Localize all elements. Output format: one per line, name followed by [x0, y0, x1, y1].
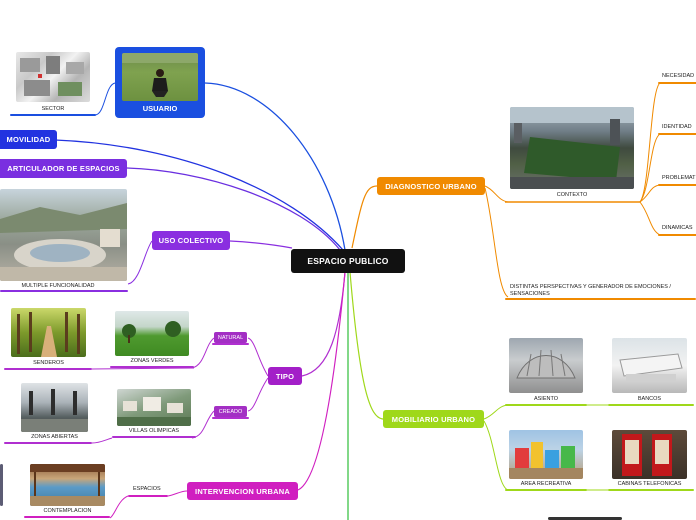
sector-image [16, 52, 90, 102]
zonas-abiertas-underline [4, 442, 92, 444]
usuario-label: USUARIO [142, 104, 178, 113]
dinamicas-underline [658, 234, 696, 236]
mobiliario-urbano-node[interactable]: MOBILIARIO URBANO [383, 410, 484, 428]
villas-underline [112, 436, 196, 438]
senderos-underline [4, 368, 92, 370]
bancos-underline [608, 404, 694, 406]
uso-colectivo-node[interactable]: USO COLECTIVO [152, 231, 230, 250]
area-recreativa-label: AREA RECREATIVA [520, 481, 572, 487]
multiple-underline [0, 290, 128, 292]
plaza-icon [0, 203, 127, 281]
area-recreativa-underline [505, 489, 587, 491]
partial-image-bottom [548, 517, 622, 520]
link-mobiliario [349, 271, 384, 420]
link-movilidad [54, 139, 344, 251]
center-node[interactable]: ESPACIO PUBLICO [291, 249, 405, 273]
perspectivas-label: DISTINTAS PERSPECTIVAS Y GENERADOR DE EM… [510, 284, 671, 297]
necesidad-label: NECESIDAD [662, 73, 695, 79]
creado-node[interactable]: CREADO [214, 406, 247, 417]
link-diagnostico [351, 185, 378, 249]
sector-label: SECTOR [41, 106, 65, 112]
cabinas-telefonicas-image [612, 430, 687, 479]
diagnostico-urbano-node[interactable]: DIAGNOSTICO URBANO [377, 177, 485, 195]
dinamicas-label: DINAMICAS [662, 225, 693, 231]
multiple-funcionalidad-image [0, 189, 127, 281]
bench-icon [619, 353, 683, 382]
playground-icon [509, 442, 583, 479]
sector-plan-icon [20, 56, 84, 96]
natural-node[interactable]: NATURAL [214, 332, 247, 343]
link-articulador [126, 167, 341, 251]
asiento-label: ASIENTO [533, 396, 559, 402]
zonas-verdes-image [115, 311, 189, 356]
phone-booth-icon [622, 434, 672, 476]
villas-olimpicas-image [117, 389, 191, 426]
trees-path-icon [17, 312, 80, 357]
bancos-image [612, 338, 687, 393]
identidad-underline [658, 133, 696, 135]
senderos-label: SENDEROS [33, 360, 64, 366]
contemplacion-side-image [0, 464, 3, 506]
cabinas-telefonicas-label: CABINAS TELEFONICAS [617, 481, 682, 487]
link-tipo [301, 271, 346, 377]
buildings-icon [117, 397, 191, 426]
bancos-label: BANCOS [637, 396, 662, 402]
city-park-icon [510, 107, 634, 189]
zonas-verdes-label: ZONAS VERDES [130, 358, 174, 364]
sector-underline [10, 114, 96, 116]
zonas-abiertas-label: ZONAS ABIERTAS [31, 434, 78, 440]
usuario-node[interactable]: USUARIO [115, 47, 205, 118]
zonas-verdes-underline [110, 366, 194, 368]
bench-sculpture-icon [516, 349, 576, 379]
contemplacion-label: CONTEMPLACION [43, 508, 92, 514]
espacios-underline [128, 495, 168, 497]
asiento-underline [505, 404, 587, 406]
creado-underline [212, 417, 249, 419]
terrace-icon [30, 464, 105, 506]
link-uso-colectivo [229, 240, 293, 249]
espacios-label: ESPACIOS [133, 486, 161, 492]
zonas-abiertas-image [21, 383, 88, 432]
cabinas-underline [608, 489, 694, 491]
contemplacion-image [30, 464, 105, 506]
perspectivas-underline [505, 298, 696, 300]
open-space-icon [21, 389, 88, 432]
link-usuario [204, 82, 346, 251]
tipo-node[interactable]: TIPO [268, 367, 302, 385]
person-icon [122, 53, 198, 97]
necesidad-underline [658, 82, 696, 84]
problemat-label: PROBLEMAT [662, 175, 696, 181]
problemat-underline [658, 184, 696, 186]
usuario-image [122, 53, 198, 101]
contexto-label: CONTEXTO [556, 192, 588, 198]
articulador-node[interactable]: ARTICULADOR DE ESPACIOS [0, 159, 127, 178]
natural-underline [212, 343, 249, 345]
identidad-label: IDENTIDAD [662, 124, 692, 130]
contexto-image [510, 107, 634, 189]
intervencion-urbana-node[interactable]: INTERVENCION URBANA [187, 482, 298, 500]
villas-olimpicas-label: VILLAS OLIMPICAS [128, 428, 180, 434]
contemplacion-underline [24, 516, 110, 518]
asiento-image [509, 338, 583, 393]
multiple-funcionalidad-label: MULTIPLE FUNCIONALIDAD [21, 283, 95, 289]
park-icon [122, 321, 181, 343]
movilidad-node[interactable]: MOVILIDAD [0, 130, 57, 149]
link-intervencion [297, 271, 346, 491]
area-recreativa-image [509, 430, 583, 479]
senderos-image [11, 308, 86, 357]
